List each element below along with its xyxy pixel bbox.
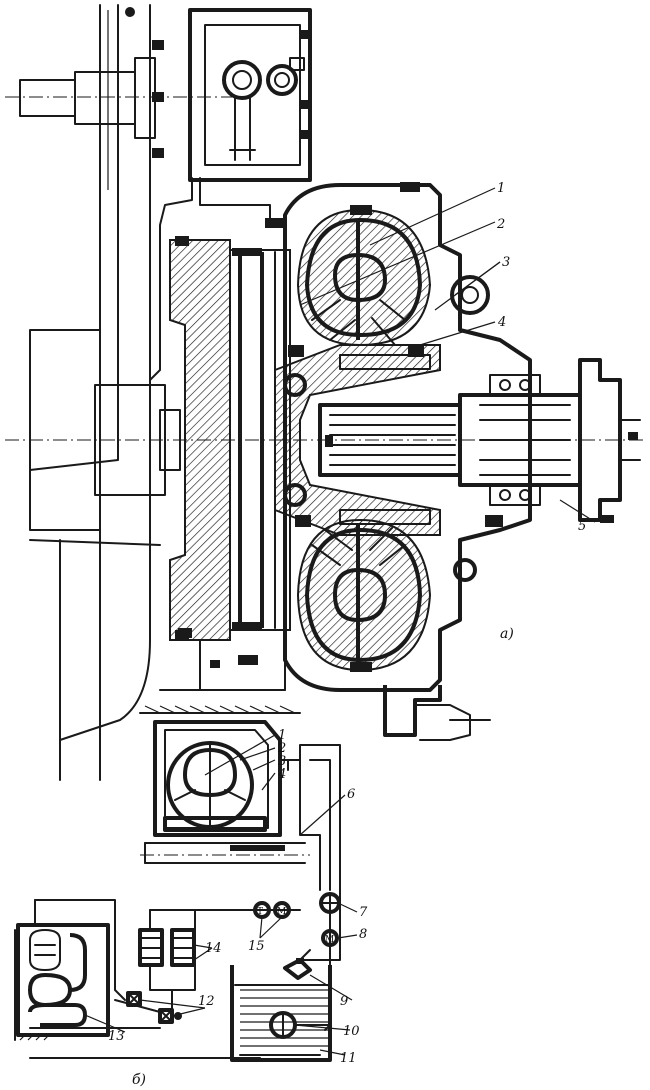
- scheme-callout-4: 4: [277, 767, 286, 782]
- scheme-callout-1: 1: [278, 728, 286, 743]
- oil-tank-11: [230, 949, 332, 1062]
- callout-2: 2: [496, 217, 505, 232]
- valves-12: [126, 991, 182, 1024]
- scheme-callout-7: 7: [359, 905, 368, 920]
- side-boss: [450, 275, 490, 315]
- scheme-callout-9: 9: [340, 994, 348, 1009]
- lower-hydraulic-scheme: T M M: [14, 705, 368, 1088]
- housing-bolts: [178, 182, 503, 672]
- view-label-a: a): [500, 626, 514, 642]
- svg-text:M: M: [277, 907, 286, 917]
- oil-pipe-upper: [149, 177, 193, 381]
- heat-exchangers-14: [138, 928, 196, 967]
- view-label-b: б): [132, 1072, 146, 1088]
- scheme-callout-14: 14: [205, 941, 222, 956]
- scheme-callout-10: 10: [343, 1024, 360, 1039]
- output-shaft: [458, 358, 641, 523]
- scheme-callout-15: 15: [248, 939, 265, 954]
- upper-assembly-view: 1 2 3 4 5 a): [5, 4, 645, 781]
- scheme-callout-13: 13: [108, 1029, 125, 1044]
- scheme-coupling-section: [139, 705, 310, 864]
- scheme-pipes: [29, 744, 341, 1059]
- callout-4: 4: [497, 315, 506, 330]
- callout-5: 5: [578, 519, 586, 534]
- radiator-13: [14, 923, 110, 1041]
- flywheel-flange: [29, 329, 181, 531]
- side-boss-lower: [453, 558, 477, 582]
- coupling-housing: [283, 183, 532, 692]
- scheme-callout-3: 3: [278, 754, 286, 769]
- scheme-callout-8: 8: [359, 927, 367, 942]
- scheme-callout-2: 2: [277, 741, 286, 756]
- top-pump-unit: [5, 7, 312, 182]
- scheme-callout-12: 12: [198, 994, 215, 1009]
- lower-torus: [296, 518, 432, 672]
- svg-text:M: M: [325, 935, 334, 945]
- lower-leader-lines: [84, 734, 358, 1056]
- upper-leader-lines: [299, 187, 596, 523]
- bottom-drain-unit: [159, 639, 491, 741]
- scheme-callout-6: 6: [347, 787, 355, 802]
- callout-3: 3: [502, 255, 510, 270]
- svg-text:T: T: [257, 907, 263, 917]
- hub-and-shaft: [274, 344, 462, 536]
- callout-1: 1: [497, 181, 505, 196]
- scheme-callout-11: 11: [340, 1051, 357, 1066]
- drive-disk: [169, 236, 291, 641]
